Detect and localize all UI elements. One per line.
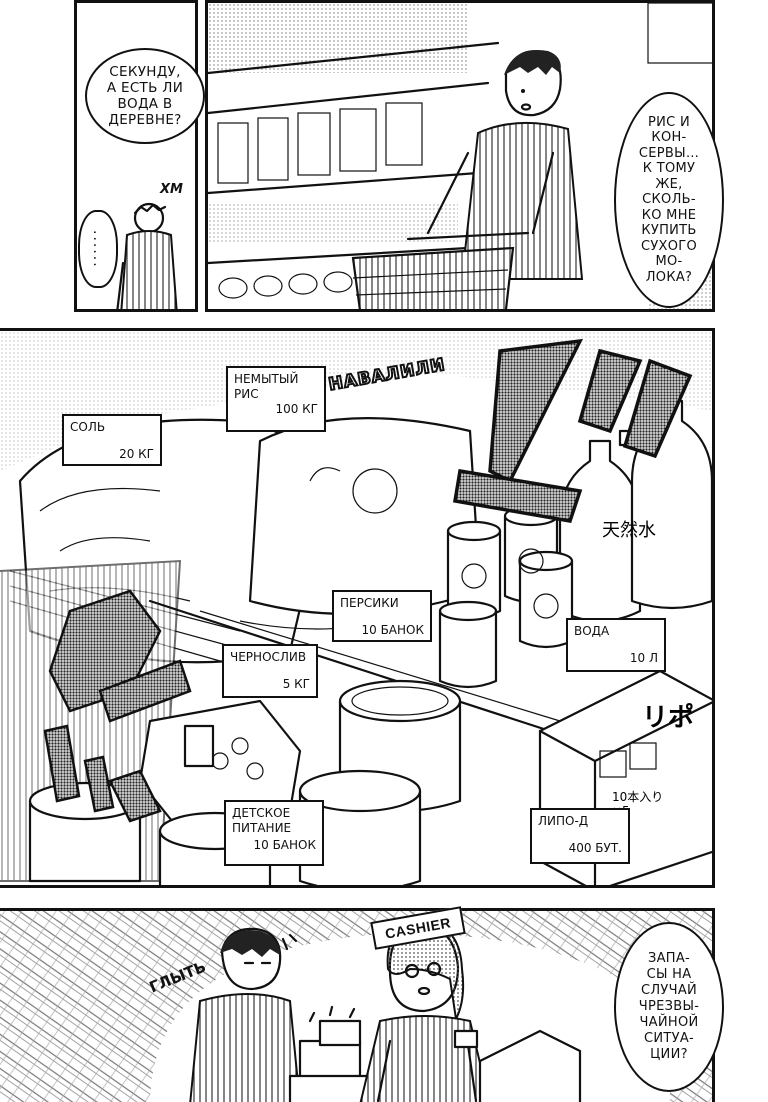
label-lipo-d-qty: 400 БУТ. <box>568 841 622 855</box>
label-salt-name: СОЛЬ <box>70 420 106 434</box>
bubble-water-question: СЕКУНДУ, А ЕСТЬ ЛИ ВОДА В ДЕРЕВНЕ? <box>85 48 205 144</box>
label-peaches: ПЕРСИКИ 10 БАНОК <box>332 590 432 642</box>
label-baby-food: ДЕТСКОЕ ПИТАНИЕ 10 БАНОК <box>224 800 324 866</box>
label-peaches-name: ПЕРСИКИ <box>340 596 399 610</box>
lipo-box-logo: リポ <box>642 702 694 733</box>
label-salt: СОЛЬ 20 КГ <box>62 414 162 466</box>
label-salt-qty: 20 КГ <box>119 447 154 461</box>
man-back-figure <box>116 202 178 309</box>
label-lipo-d: ЛИПО-Д 400 БУТ. <box>530 808 630 864</box>
panel-cashier <box>0 908 715 1102</box>
label-lipo-d-name: ЛИПО-Д <box>538 814 589 828</box>
label-rice-qty: 100 КГ <box>275 402 318 416</box>
label-prunes-qty: 5 КГ <box>282 677 310 691</box>
panel-cashier-art <box>0 911 712 1102</box>
bubble-rice-canned: РИС И КОН- СЕРВЫ… К ТОМУ ЖЕ, СКОЛЬ- КО М… <box>614 92 724 308</box>
bubble-rice-text: РИС И КОН- СЕРВЫ… К ТОМУ ЖЕ, СКОЛЬ- КО М… <box>638 114 700 285</box>
bubble-emergency-text: ЗАПА- СЫ НА СЛУЧАЙ ЧРЕЗВЫ- ЧАЙНОЙ СИТУА-… <box>638 951 700 1062</box>
formula-cans <box>28 679 462 885</box>
thought-dots-text: ...... <box>90 229 106 269</box>
man-cashier-figure <box>189 927 301 1102</box>
panel-supplies-art: 天然水 <box>0 331 712 885</box>
bottle-label: 天然水 <box>602 520 656 541</box>
label-water-name: ВОДА <box>574 624 610 638</box>
label-baby-food-name: ДЕТСКОЕ ПИТАНИЕ <box>232 806 292 835</box>
label-peaches-qty: 10 БАНОК <box>361 623 424 637</box>
impact-sfx <box>452 338 693 523</box>
sfx-hm: ХМ <box>160 182 183 197</box>
label-rice-name: НЕМЫТЫЙ РИС <box>234 372 299 401</box>
label-water: ВОДА 10 Л <box>566 618 666 672</box>
bubble-emergency-supplies: ЗАПА- СЫ НА СЛУЧАЙ ЧРЕЗВЫ- ЧАЙНОЙ СИТУА-… <box>614 922 724 1092</box>
peach-cans <box>438 505 574 689</box>
label-prunes: ЧЕРНОСЛИВ 5 КГ <box>222 644 318 698</box>
label-water-qty: 10 Л <box>629 651 658 665</box>
label-prunes-name: ЧЕРНОСЛИВ <box>230 650 307 664</box>
cash-register <box>453 1029 582 1102</box>
label-rice: НЕМЫТЫЙ РИС 100 КГ <box>226 366 326 432</box>
falling-packs <box>43 589 192 823</box>
man-with-cart <box>351 50 584 309</box>
bubble-water-text: СЕКУНДУ, А ЕСТЬ ЛИ ВОДА В ДЕРЕВНЕ? <box>106 64 184 128</box>
cashier-sign-text: CASHIER <box>383 914 453 942</box>
label-baby-food-qty: 10 БАНОК <box>253 838 316 852</box>
thought-dots-bubble: ...... <box>78 210 118 288</box>
panel-supplies: 天然水 <box>0 328 715 888</box>
